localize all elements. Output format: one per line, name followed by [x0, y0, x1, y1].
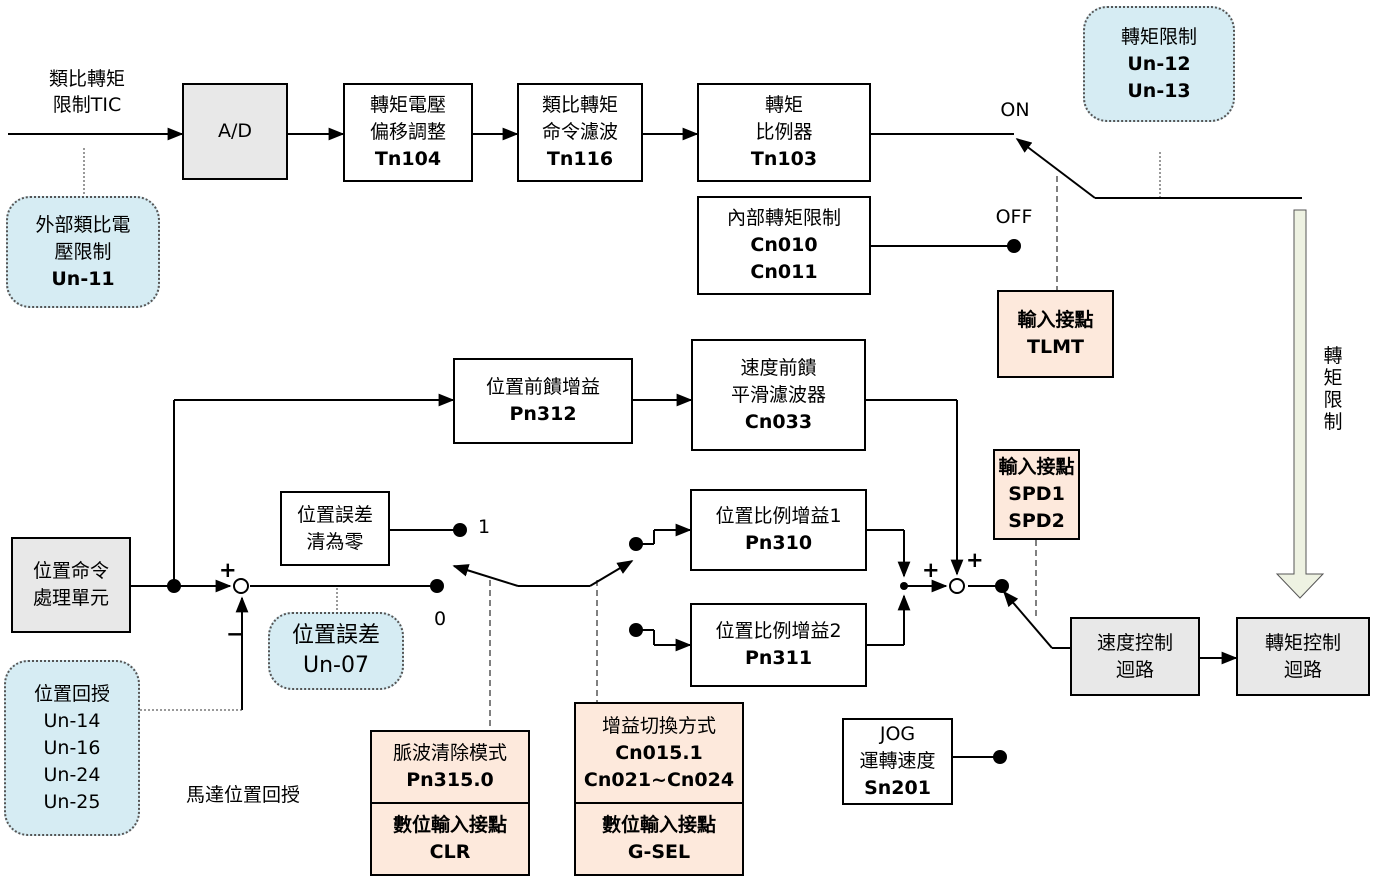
- position-feedback-monitor: 位置回授 Un-14 Un-16 Un-24 Un-25: [4, 660, 140, 836]
- switch-on-label: ON: [1000, 99, 1030, 121]
- motor-position-feedback-label: 馬達位置回授: [185, 784, 300, 806]
- torque-limit-monitor: 轉矩限制 Un-12 Un-13: [1083, 6, 1235, 122]
- sum-minus-left: −: [226, 622, 244, 646]
- analog-torque-input-label: 類比轉矩 限制TIC: [48, 68, 125, 116]
- spd-input-contact: 輸入接點 SPD1 SPD2: [993, 449, 1080, 540]
- speed-ff-filter-block: 速度前饋 平滑濾波器 Cn033: [691, 339, 866, 451]
- switch-position-1-label: 1: [477, 516, 491, 538]
- position-command-unit-block: 位置命令 處理單元: [11, 537, 131, 633]
- pulse-clear-mode-block: 脈波清除模式 Pn315.0 數位輸入接點 CLR: [370, 730, 530, 876]
- internal-torque-limit-block: 內部轉矩限制 Cn010 Cn011: [697, 196, 871, 295]
- position-error-monitor: 位置誤差 Un-07: [268, 612, 404, 690]
- sum-plus-right-2: +: [966, 548, 984, 572]
- sum-plus-right-1: +: [922, 558, 940, 582]
- switch-position-0-label: 0: [433, 608, 447, 630]
- tlmt-input-contact: 輸入接點 TLMT: [997, 290, 1114, 378]
- speed-control-loop-block: 速度控制 迴路: [1070, 617, 1200, 696]
- jog-speed-block: JOG 運轉速度 Sn201: [842, 718, 953, 805]
- gain-switch-mode-block: 增益切換方式 Cn015.1 Cn021~Cn024 數位輸入接點 G-SEL: [574, 702, 744, 876]
- position-gain-1-block: 位置比例增益1 Pn310: [690, 489, 867, 571]
- ad-converter-block: A/D: [182, 83, 288, 180]
- torque-limit-arrow-label: 轉矩限制: [1323, 345, 1343, 433]
- position-gain-2-block: 位置比例增益2 Pn311: [690, 603, 867, 687]
- torque-control-loop-block: 轉矩控制 迴路: [1236, 617, 1370, 696]
- analog-torque-filter-block: 類比轉矩 命令濾波 Tn116: [517, 83, 643, 182]
- position-feedforward-block: 位置前饋增益 Pn312: [453, 358, 633, 444]
- switch-off-label: OFF: [995, 206, 1033, 228]
- sum-plus-left: +: [219, 558, 237, 582]
- position-error-clear-block: 位置誤差 清為零: [280, 491, 390, 566]
- ext-analog-limit-monitor: 外部類比電 壓限制 Un-11: [6, 196, 160, 308]
- torque-scaler-block: 轉矩 比例器 Tn103: [697, 83, 871, 182]
- torque-voltage-offset-block: 轉矩電壓 偏移調整 Tn104: [343, 83, 473, 182]
